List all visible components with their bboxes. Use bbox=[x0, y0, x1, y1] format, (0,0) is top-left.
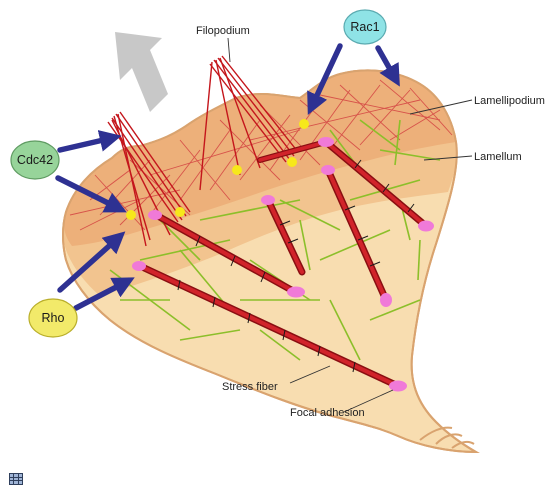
migration-direction-arrow-icon bbox=[115, 32, 168, 112]
focal-adhesion bbox=[418, 221, 434, 232]
rho-node: Rho bbox=[29, 299, 77, 337]
rac1-node: Rac1 bbox=[344, 10, 386, 44]
cdc42-node: Cdc42 bbox=[11, 141, 59, 179]
focal-adhesion bbox=[287, 287, 305, 298]
focal-adhesion bbox=[261, 195, 275, 205]
focal-adhesion-label: Focal adhesion bbox=[290, 407, 365, 419]
filopodium-label: Filopodium bbox=[196, 25, 250, 37]
focal-adhesion bbox=[148, 210, 162, 220]
focal-adhesion bbox=[380, 293, 392, 307]
lamellipodium-label: Lamellipodium bbox=[474, 95, 545, 107]
focal-adhesion bbox=[318, 137, 334, 147]
focal-adhesion bbox=[389, 381, 407, 392]
focal-adhesion bbox=[321, 165, 335, 175]
rho-label: Rho bbox=[42, 311, 65, 325]
rac1-label: Rac1 bbox=[350, 20, 379, 34]
stress-fiber-label: Stress fiber bbox=[222, 381, 278, 393]
lamellum-label: Lamellum bbox=[474, 151, 522, 163]
focal-adhesion bbox=[132, 261, 146, 271]
grid-icon[interactable] bbox=[9, 473, 23, 485]
cdc42-arrow bbox=[60, 138, 112, 150]
cdc42-label: Cdc42 bbox=[17, 153, 53, 167]
